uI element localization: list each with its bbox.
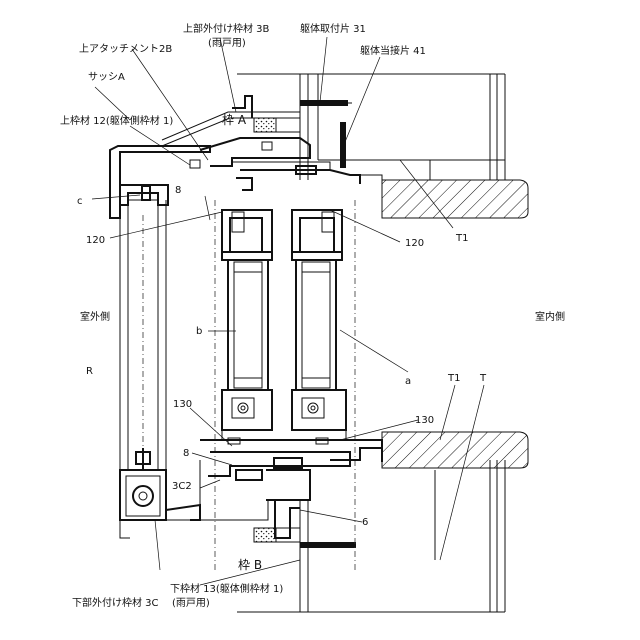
label-t1-top: T1 [455,233,468,244]
label-upper-frame: 上枠材 12(躯体側枠材 1) [60,114,173,127]
label-frame-b: 枠 B [238,558,262,572]
label-6: 6 [362,517,368,528]
label-indoor: 室内側 [535,310,565,323]
label-lower-frame: 下枠材 13(躯体側枠材 1) [170,582,283,595]
label-upper-outer-frame: 上部外付け枠材 3B [183,22,270,35]
lower-slab [382,432,528,468]
upper-slab [382,180,528,218]
label-t: T [479,373,487,384]
label-sash: サッシA [88,71,125,83]
building-wall [237,74,505,612]
label-lower-outer-frame: 下部外付け枠材 3C [72,596,159,609]
screw-bottom [300,542,356,548]
label-c: c [77,196,83,207]
top-insulation [254,118,276,132]
screw-top [300,100,352,106]
label-lower-outer-frame-note: (雨戸用) [172,597,210,609]
label-130-right: 130 [415,415,434,426]
label-8-bottom: 8 [183,448,189,459]
label-outdoor: 室外側 [80,310,110,323]
sash-panel-left [222,210,272,440]
label-upper-outer-frame-note: (雨戸用) [208,37,246,49]
label-r: R [86,366,93,377]
label-b: b [196,326,202,337]
label-8-top: 8 [175,185,181,196]
label-body-contact-piece: 躯体当接片 41 [360,44,426,57]
label-3c2: 3C2 [172,481,192,492]
label-120-right: 120 [405,238,424,249]
bottom-insulation [254,528,276,542]
label-t1-mid: T1 [447,373,460,384]
screw-vertical [340,122,346,168]
label-120-left: 120 [86,235,105,246]
sash-panel-right [292,210,346,440]
upper-frame-c-profile [120,185,168,205]
label-body-mount-piece: 躯体取付片 31 [300,22,366,35]
lower-outer-frame-profile [120,448,240,538]
label-a: a [405,376,411,387]
label-upper-attachment: 上アタッチメント2B [79,43,172,55]
label-130-left: 130 [173,399,192,410]
label-frame-a: 枠 A [222,113,247,127]
